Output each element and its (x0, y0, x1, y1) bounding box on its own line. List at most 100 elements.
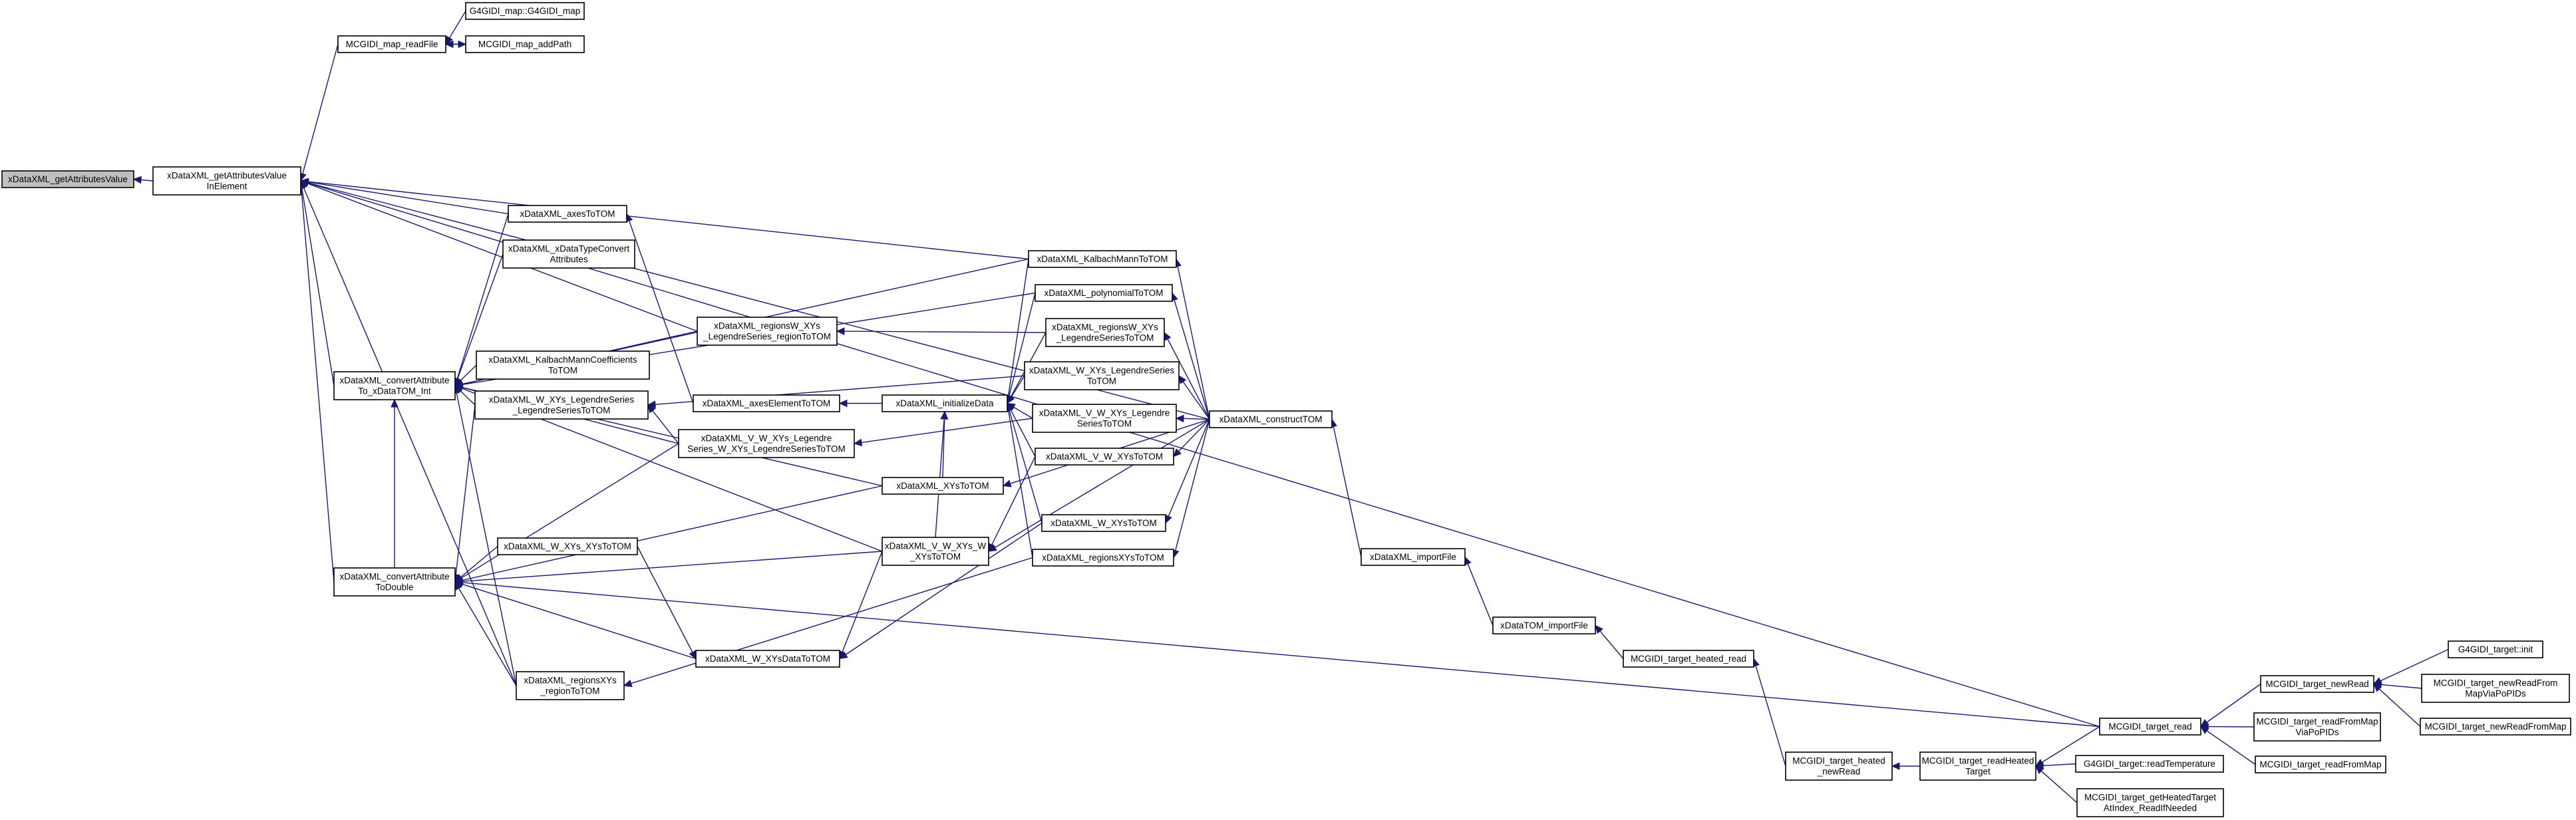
node-mcgidi-map-read-file[interactable]: MCGIDI_map_readFile (337, 35, 446, 53)
edge-line (1013, 406, 1033, 419)
node-mcgidi-target-heated-read[interactable]: MCGIDI_target_heated_read (1623, 650, 1754, 668)
node-initialize-data[interactable]: xDataXML_initializeData (882, 394, 1008, 412)
node-box[interactable] (1035, 448, 1174, 466)
edge-line (2040, 770, 2078, 803)
node-box[interactable] (508, 205, 627, 223)
node-box[interactable] (1209, 410, 1333, 428)
node-label: Target (1965, 767, 1991, 777)
node-v-w-xys-legendre-series-w-xys-legendre-series-to-tom[interactable]: xDataXML_V_W_XYs_LegendreSeries_W_XYs_Le… (678, 429, 855, 458)
node-box[interactable] (1035, 284, 1173, 302)
node-box[interactable] (882, 477, 1004, 495)
node-w-xys-to-tom[interactable]: xDataXML_W_XYsToTOM (1041, 514, 1166, 532)
node-g4-gidi-target-read-temperature[interactable]: G4GIDI_target::readTemperature (2075, 755, 2224, 773)
node-kalbach-mann-to-tom[interactable]: xDataXML_KalbachMannToTOM (1028, 250, 1177, 268)
edge-initialize-data-to-axes-element-to-tom (838, 399, 882, 408)
node-box[interactable] (516, 671, 625, 700)
node-xys-to-tom[interactable]: xDataXML_XYsToTOM (882, 477, 1004, 495)
node-get-attributes-value[interactable]: xDataXML_getAttributesValue (1, 170, 134, 188)
node-box[interactable] (333, 567, 456, 597)
node-box[interactable] (2255, 755, 2386, 773)
node-mcgidi-target-new-read[interactable]: MCGIDI_target_newRead (2260, 675, 2374, 693)
node-axes-to-tom[interactable]: xDataXML_axesToTOM (508, 205, 627, 223)
node-label: _newRead (1817, 767, 1861, 777)
node-box[interactable] (695, 650, 840, 668)
node-box[interactable] (882, 394, 1008, 412)
node-w-xys-xys-to-tom[interactable]: xDataXML_W_XYs_XYsToTOM (497, 537, 638, 555)
node-construct-tom[interactable]: xDataXML_constructTOM (1209, 410, 1333, 428)
node-axes-element-to-tom[interactable]: xDataXML_axesElementToTOM (693, 394, 840, 412)
node-box[interactable] (1041, 514, 1166, 532)
node-g4-gidi-target-init[interactable]: G4GIDI_target::init (2448, 640, 2543, 658)
node-mcgidi-target-new-read-from-map[interactable]: MCGIDI_target_newReadFromMap (2420, 718, 2571, 736)
node-mcgidi-target-read[interactable]: MCGIDI_target_read (2099, 718, 2201, 736)
node-regions-w-xys-legendre-series-to-tom[interactable]: xDataXML_regionsW_XYs_LegendreSeriesToTO… (1045, 318, 1165, 347)
node-box[interactable] (2075, 755, 2224, 773)
node-mcgidi-target-read-from-map[interactable]: MCGIDI_target_readFromMap (2255, 755, 2386, 773)
node-mcgidi-map-add-path[interactable]: MCGIDI_map_addPath (465, 35, 585, 53)
node-box[interactable] (1623, 650, 1754, 668)
node-box[interactable] (1024, 361, 1180, 390)
node-w-xys-legendre-series-legendre-series-to-tom[interactable]: xDataXML_W_XYs_LegendreSeries_LegendreSe… (474, 390, 649, 420)
node-box[interactable] (333, 371, 456, 400)
node-import-file[interactable]: xDataXML_importFile (1361, 548, 1466, 566)
edge-w-xys-legendre-series-legendre-series-to-tom-to-convert-attribute-to-double (452, 404, 476, 583)
node-box[interactable] (2076, 788, 2224, 817)
edge-line (307, 182, 509, 215)
arrowhead-icon (1173, 448, 1182, 458)
node-box[interactable] (678, 429, 855, 458)
node-box[interactable] (152, 166, 301, 196)
node-box[interactable] (2448, 640, 2543, 658)
node-box[interactable] (1919, 752, 2036, 781)
node-box[interactable] (697, 317, 838, 346)
node-box[interactable] (2420, 718, 2571, 736)
node-box[interactable] (474, 390, 649, 420)
node-box[interactable] (2099, 718, 2201, 736)
node-polynomial-to-tom[interactable]: xDataXML_polynomialToTOM (1035, 284, 1173, 302)
node-regions-w-xys-legendre-series-region-to-tom[interactable]: xDataXML_regionsW_XYs_LegendreSeries_reg… (697, 317, 838, 346)
node-label: _XYsToTOM (909, 552, 961, 562)
node-v-w-xys-legendre-series-to-tom[interactable]: xDataXML_V_W_XYs_LegendreSeriesToTOM (1032, 404, 1177, 433)
node-box[interactable] (1, 170, 134, 188)
edge-convert-attribute-to-double-to-convert-attribute-to-int (391, 398, 399, 568)
node-label: xDataXML_W_XYs_LegendreSeries (1029, 366, 1175, 376)
node-g4-gidi-map[interactable]: G4GIDI_map::G4GIDI_map (465, 2, 585, 20)
node-box[interactable] (882, 537, 989, 566)
node-box[interactable] (1361, 548, 1466, 566)
node-box[interactable] (1032, 549, 1174, 567)
node-box[interactable] (337, 35, 446, 53)
node-box[interactable] (465, 2, 585, 20)
node-v-w-xys-to-tom[interactable]: xDataXML_V_W_XYsToTOM (1035, 448, 1174, 466)
edge-v-w-xys-legendre-series-w-xys-legendre-series-to-tom-to-w-xys-legendre-series-legendre-series-to-tom (647, 404, 679, 444)
node-box[interactable] (2421, 674, 2570, 703)
node-box[interactable] (1492, 616, 1596, 634)
node-box[interactable] (1032, 404, 1177, 433)
node-mcgidi-target-get-heated-target-at-index-read-if-needed[interactable]: MCGIDI_target_getHeatedTargetAtIndex_Rea… (2076, 788, 2224, 817)
node-box[interactable] (502, 239, 635, 269)
node-w-xys-data-to-tom[interactable]: xDataXML_W_XYsDataToTOM (695, 650, 840, 668)
arrowhead-icon (1175, 414, 1184, 423)
node-regions-xys-to-tom[interactable]: xDataXML_regionsXYsToTOM (1032, 549, 1174, 567)
node-w-xys-legendre-series-to-tom[interactable]: xDataXML_W_XYs_LegendreSeriesToTOM (1024, 361, 1180, 390)
node-regions-xys-region-to-tom[interactable]: xDataXML_regionsXYs_regionToTOM (516, 671, 625, 700)
node-box[interactable] (1785, 752, 1893, 781)
edge-line (2042, 763, 2076, 767)
node-box[interactable] (1028, 250, 1177, 268)
node-box[interactable] (497, 537, 638, 555)
node-v-w-xys-w-xys-to-tom[interactable]: xDataXML_V_W_XYs_W_XYsToTOM (882, 537, 989, 566)
node-box[interactable] (693, 394, 840, 412)
node-box[interactable] (2253, 712, 2381, 742)
node-box[interactable] (1045, 318, 1165, 347)
node-box[interactable] (2260, 675, 2374, 693)
node-box[interactable] (476, 350, 650, 380)
node-mcgidi-target-heated-new-read[interactable]: MCGIDI_target_heated_newRead (1785, 752, 1893, 781)
node-x-data-tom-import-file[interactable]: xDataTOM_importFile (1492, 616, 1596, 634)
node-box[interactable] (465, 35, 585, 53)
